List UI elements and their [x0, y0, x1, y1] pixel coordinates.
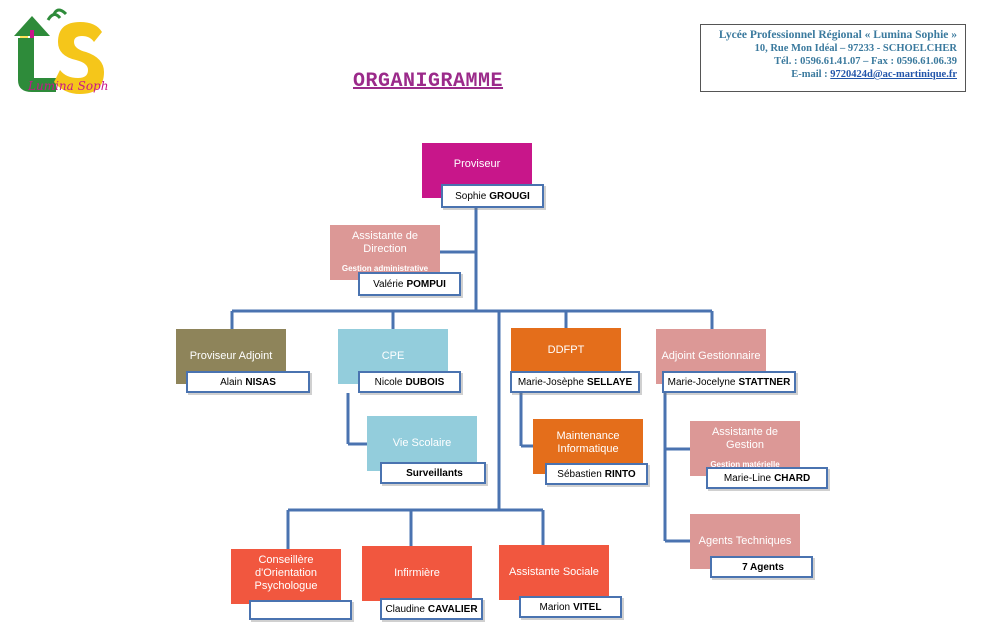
school-logo: Lumina Sophie — [14, 8, 108, 94]
name-vie-scolaire: Surveillants — [380, 462, 486, 484]
name-conseillere — [249, 600, 352, 620]
school-phone: Tél. : 0596.61.41.07 – Fax : 0596.61.06.… — [774, 56, 957, 67]
email-label: E-mail : — [791, 69, 828, 80]
node-conseillere: Conseillère d'Orientation Psychologue — [231, 549, 341, 604]
school-email-row: E-mail : 9720424d@ac-martinique.fr — [705, 68, 957, 81]
school-address: 10, Rue Mon Idéal – 97233 - SCHOELCHER — [754, 43, 957, 54]
name-agents-techniques: 7 Agents — [710, 556, 813, 578]
node-title: Proviseur — [453, 158, 501, 170]
school-info-box: Lycée Professionnel Régional « Lumina So… — [700, 24, 966, 92]
page-title: ORGANIGRAMME — [353, 70, 504, 93]
school-name: Lycée Professionnel Régional « Lumina So… — [718, 29, 957, 41]
node-vie-scolaire: Vie Scolaire — [367, 416, 477, 471]
node-assistante-direction: Assistante de Direction Gestion administ… — [330, 225, 440, 280]
node-infirmiere: Infirmière — [362, 546, 472, 601]
node-assistante-gestion: Assistante de Gestion Gestion matérielle — [690, 421, 800, 476]
logo-text: Lumina Sophie — [27, 79, 108, 93]
email-link[interactable]: 9720424d@ac-martinique.fr — [830, 69, 957, 80]
node-assistante-sociale: Assistante Sociale — [499, 545, 609, 600]
